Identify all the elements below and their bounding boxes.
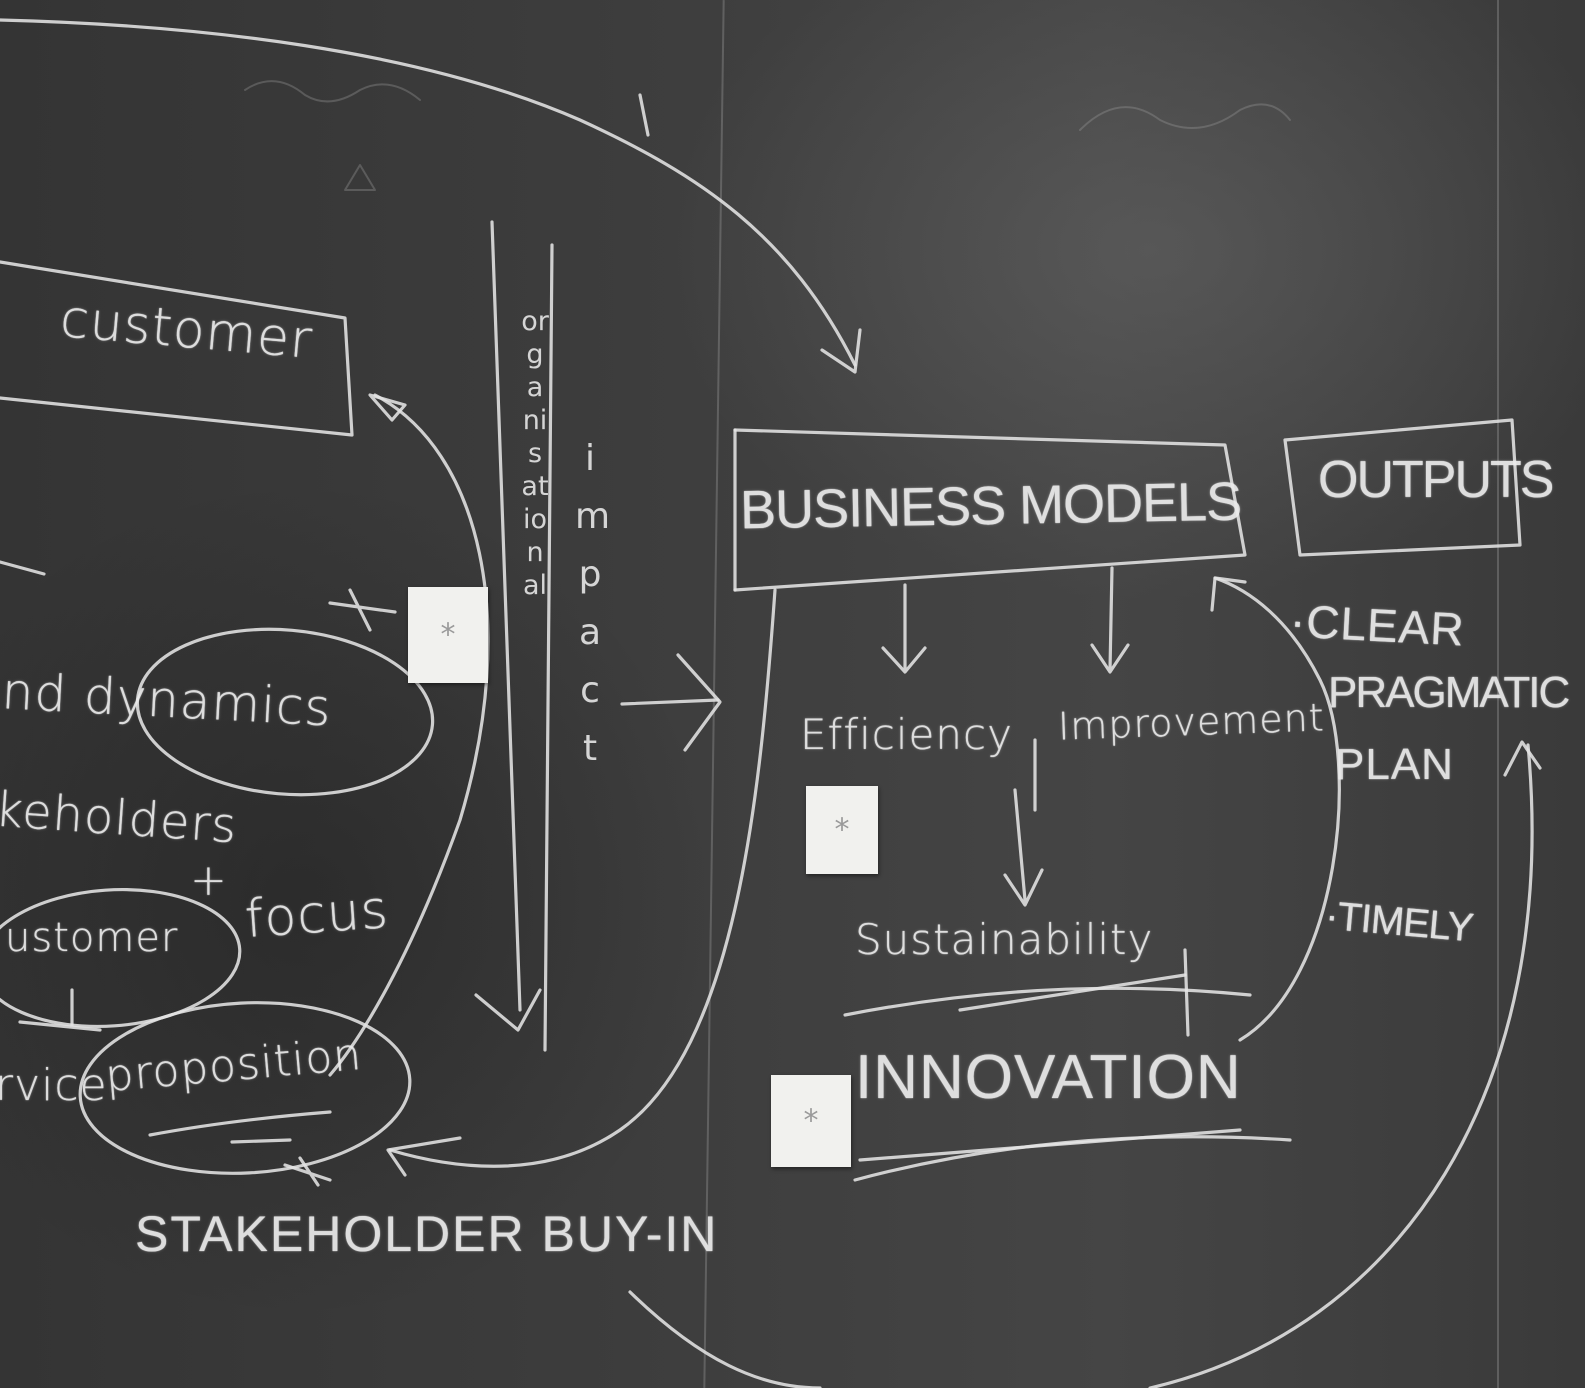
proposition-ellipse	[78, 1001, 412, 1175]
sticky-note-3[interactable]: *	[771, 1075, 851, 1167]
innovation-text: INNOVATION	[855, 1043, 1242, 1112]
outer-loop-arrow-head	[1503, 740, 1542, 777]
innovation-underline-2	[858, 1128, 1242, 1162]
asterisk-icon: *	[834, 812, 850, 848]
sticky-note-1[interactable]: *	[408, 587, 488, 683]
stakeholder-buy-in-text: STAKEHOLDER BUY-IN	[135, 1206, 719, 1262]
clear-text: ·CLEAR	[1288, 594, 1466, 656]
left-dash	[0, 560, 46, 576]
right-feedback-arrow	[1213, 576, 1341, 1042]
left-loop-arrow-head	[368, 393, 407, 422]
customer-ellipse	[0, 887, 242, 1029]
impact-line	[543, 243, 554, 1052]
erased-writing	[244, 80, 421, 103]
organisational-vertical-text: organisational	[521, 306, 549, 601]
improvement-down-arrow	[1090, 566, 1130, 674]
left-loop-arrow	[328, 393, 490, 1077]
asterisk-icon: *	[440, 617, 456, 653]
customer-down-arrow	[18, 988, 102, 1032]
sustainability-underline-2	[958, 973, 1187, 1012]
sustainability-down-arrow	[1003, 788, 1044, 907]
sustainability-text: Sustainability	[855, 915, 1154, 964]
return-arrow	[388, 588, 777, 1168]
plus-mark: +	[190, 855, 228, 906]
plan-text: PLAN	[1335, 740, 1454, 789]
right-feedback-arrow-head	[1210, 576, 1247, 612]
efficiency-down-arrow	[881, 583, 927, 674]
outputs-text: OUTPUTS	[1318, 451, 1554, 509]
erased-triangle	[344, 164, 376, 191]
organisational-arrow-head	[474, 988, 542, 1032]
innovation-tick	[1183, 948, 1190, 1037]
board-panel-seam-right	[1497, 0, 1499, 1388]
outputs-box	[1283, 418, 1522, 557]
customer-text: ustomer	[5, 915, 179, 961]
erased-writing-2	[1079, 103, 1291, 131]
star-mark-left	[328, 588, 397, 632]
improvement-text: Improvement	[1057, 695, 1326, 749]
sustainability-underline	[843, 986, 1252, 1017]
top-arrow-tick	[638, 93, 650, 137]
outer-loop-arrow	[628, 743, 1534, 1388]
focus-text: focus	[243, 880, 391, 950]
impact-arrow-head	[676, 653, 722, 752]
service-text: rvice	[0, 1060, 108, 1111]
sticky-note-2[interactable]: *	[806, 786, 878, 874]
customer-box	[0, 260, 354, 437]
proposition-underline	[148, 1110, 332, 1144]
top-arrow	[0, 18, 857, 367]
asterisk-icon: *	[803, 1103, 819, 1139]
impact-vertical-text: impact	[575, 438, 611, 769]
pragmatic-text: PRAGMATIC	[1328, 668, 1570, 717]
impact-arrow	[620, 698, 720, 706]
efficiency-text: Efficiency	[800, 710, 1013, 759]
top-arrow-head	[820, 328, 862, 374]
organisational-arrow-line	[490, 220, 522, 1012]
star-mark-bottom	[283, 1156, 332, 1187]
dynamics-ellipse	[135, 627, 435, 797]
business-models-text: BUSINESS MODELS	[739, 471, 1242, 541]
business-models-box	[733, 428, 1247, 592]
return-arrow-head	[386, 1136, 462, 1177]
